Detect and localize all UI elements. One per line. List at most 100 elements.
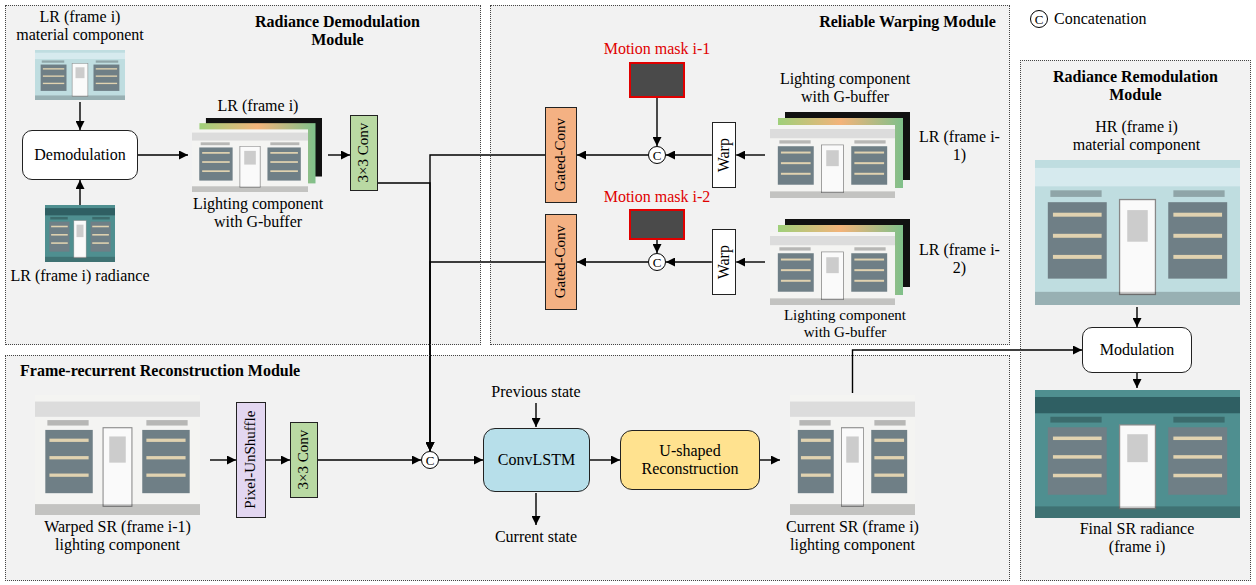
concat-circle: C	[648, 146, 666, 164]
process-box: 3×3 Conv	[290, 422, 318, 498]
node-text: Demodulation	[34, 146, 126, 164]
module-title: Frame-recurrent Reconstruction Module	[20, 362, 420, 380]
module-title: Radiance Demodulation Module	[255, 13, 420, 50]
legend-symbol: C	[1030, 10, 1048, 28]
panel-ground	[1020, 60, 1251, 581]
connector	[79, 102, 80, 130]
node-text: Warp	[715, 245, 733, 279]
connector	[656, 98, 657, 146]
connector	[736, 261, 765, 262]
connector	[430, 262, 545, 451]
node-text: Motion mask i-2	[590, 188, 724, 206]
process-box: Pixel-UnShuffle	[236, 402, 266, 518]
node-text: Current SR (frame i) lighting component	[780, 518, 925, 555]
image-node: Final SR radiance (frame i)	[1028, 388, 1246, 573]
lighting-gbuffer-image	[770, 112, 910, 198]
node-text: Gated-Conv	[552, 118, 569, 191]
node-text: LR (frame i) radiance	[8, 267, 152, 285]
connector	[430, 155, 545, 451]
legend-row: C Concatenation	[1030, 10, 1146, 28]
image-node: LR (frame i) Lighting component with G-bu…	[188, 97, 328, 237]
node-text: Lighting component with G-buffer	[188, 195, 328, 232]
panel-ground	[490, 5, 1010, 345]
material-image	[35, 50, 125, 100]
module-panel: Reliable Warping ModuleMotion mask i-1C W…	[490, 5, 1010, 345]
node-text: Warp	[715, 138, 733, 172]
node-text: C	[426, 454, 435, 467]
image-node: Warped SR (frame i-1) lighting component	[25, 393, 210, 558]
lighting-gbuffer-image	[770, 219, 910, 305]
process-box: Modulation	[1082, 327, 1192, 373]
process-box: ConvLSTM	[483, 428, 590, 492]
node-text: U-shaped Reconstruction	[621, 442, 759, 479]
state-arrow	[535, 403, 536, 427]
state-arrow	[535, 493, 536, 525]
image-node: Current SR (frame i) lighting component	[780, 393, 925, 558]
node-text: HR (frame i) material component	[1069, 118, 1204, 155]
radiance-image	[45, 205, 115, 262]
concat-circle: C	[421, 451, 439, 469]
lighting-gbuffer-image	[192, 118, 322, 192]
image-node: LR (frame i) radiance	[8, 205, 152, 305]
lighting-image	[790, 395, 915, 515]
material-image	[1035, 160, 1240, 305]
node-text: C	[653, 149, 662, 162]
image-node: LR (frame i) material component	[10, 8, 150, 102]
connector	[138, 154, 188, 155]
connector	[1136, 307, 1137, 327]
node-text: Motion mask i-1	[590, 40, 724, 58]
process-box: Warp	[712, 229, 736, 295]
connector	[318, 459, 421, 460]
connector	[656, 240, 657, 253]
node-text: LR (frame i-2)	[917, 241, 1002, 278]
connector	[760, 459, 780, 460]
node-text: LR (frame i) material component	[15, 8, 145, 45]
node-text: 3×3 Conv	[295, 430, 312, 490]
panel-ground	[5, 355, 1010, 581]
connector	[378, 183, 430, 451]
connector	[736, 154, 765, 155]
motion-mask: Motion mask i-2	[590, 188, 724, 240]
connector	[590, 459, 620, 460]
node-text: Warped SR (frame i-1) lighting component	[25, 518, 210, 555]
node-text: Final SR radiance (frame i)	[1062, 520, 1212, 557]
image-node: HR (frame i) material component	[1028, 118, 1246, 307]
process-box: Gated-Conv	[545, 214, 577, 310]
radiance-image	[1035, 390, 1240, 518]
state-label: Current state	[476, 528, 596, 546]
motion-mask: Motion mask i-1	[590, 40, 724, 98]
connector	[439, 459, 483, 460]
image-node: LR (frame i-2) Lighting component with G-…	[765, 219, 1005, 343]
connector	[1136, 373, 1137, 388]
node-text: LR (frame i-1)	[917, 128, 1002, 165]
node-text: Modulation	[1100, 341, 1175, 359]
process-box: Gated-Conv	[545, 107, 577, 203]
connector	[853, 350, 1083, 393]
legend-symbol-text: C	[1035, 13, 1044, 26]
process-box: Warp	[712, 122, 736, 188]
module-title: Reliable Warping Module	[815, 13, 1000, 31]
image-node: Lighting component with G-buffer LR (fram…	[765, 70, 1005, 200]
panel-ground	[5, 5, 481, 345]
node-text: LR (frame i)	[188, 97, 328, 115]
node-text: Lighting component with G-buffer	[770, 70, 920, 107]
mask-image	[629, 209, 685, 240]
node-text: ConvLSTM	[498, 451, 575, 469]
concat-circle: C	[648, 253, 666, 271]
module-panel: Radiance Demodulation Module LR (frame i)…	[5, 5, 481, 345]
connector	[266, 459, 290, 460]
node-text: Pixel-UnShuffle	[242, 411, 259, 509]
legend-text: Concatenation	[1054, 10, 1146, 28]
node-text: Gated-Conv	[552, 225, 569, 298]
lighting-image	[35, 395, 200, 515]
connector	[577, 261, 648, 262]
node-text: Lighting component with G-buffer	[770, 307, 920, 342]
module-title: Radiance Remodulation Module	[1030, 68, 1241, 105]
connector	[210, 459, 236, 460]
node-text: 3×3 Conv	[355, 123, 372, 183]
process-box: U-shaped Reconstruction	[620, 430, 760, 490]
mask-image	[629, 62, 685, 98]
